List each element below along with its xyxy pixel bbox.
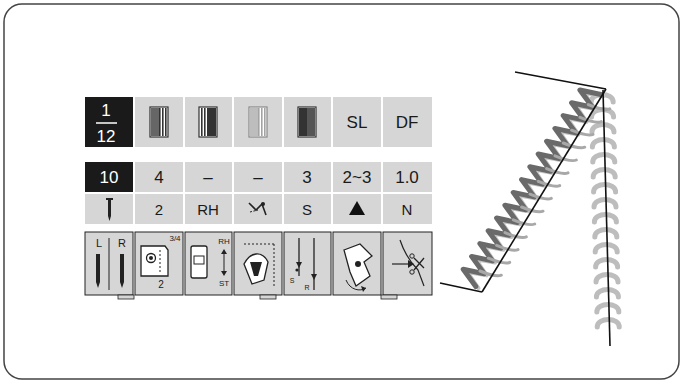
fraction-bottom: 12: [97, 128, 116, 145]
table-row-1: [85, 97, 432, 147]
cell-value: 2~3: [343, 169, 372, 186]
icon-label: R: [118, 238, 126, 249]
icon-label: ST: [219, 280, 229, 288]
frame: [4, 4, 679, 379]
fraction-top: 1: [101, 102, 110, 119]
cell-value: –: [253, 169, 262, 186]
table-row-3: [85, 194, 432, 224]
icon-label: R: [304, 284, 309, 291]
cell-value: RH: [197, 202, 219, 217]
cell-value: 1.0: [395, 169, 419, 186]
cell-value: 4: [154, 169, 163, 186]
cell-value: 2: [155, 202, 163, 217]
cell-value: –: [203, 169, 212, 186]
fabric-edges: [440, 72, 610, 346]
table-row-2: [85, 162, 432, 192]
icon-label: L: [96, 238, 102, 249]
icon-label: 2: [158, 280, 164, 290]
stitch-illustration: [463, 90, 619, 327]
cell-value: 3: [302, 169, 311, 186]
cell-value: 10: [100, 169, 119, 186]
stitch-thread: [463, 90, 601, 287]
table-row-4: [85, 232, 432, 299]
stitch-thread: [591, 95, 619, 328]
cell-value: N: [402, 202, 413, 217]
cell-text: SL: [347, 114, 368, 131]
icon-label: RH: [218, 238, 230, 246]
icon-label: 3/4: [169, 235, 180, 243]
cell-value: S: [302, 202, 312, 217]
icon-label: S: [290, 277, 295, 284]
cell-text: DF: [396, 114, 419, 131]
